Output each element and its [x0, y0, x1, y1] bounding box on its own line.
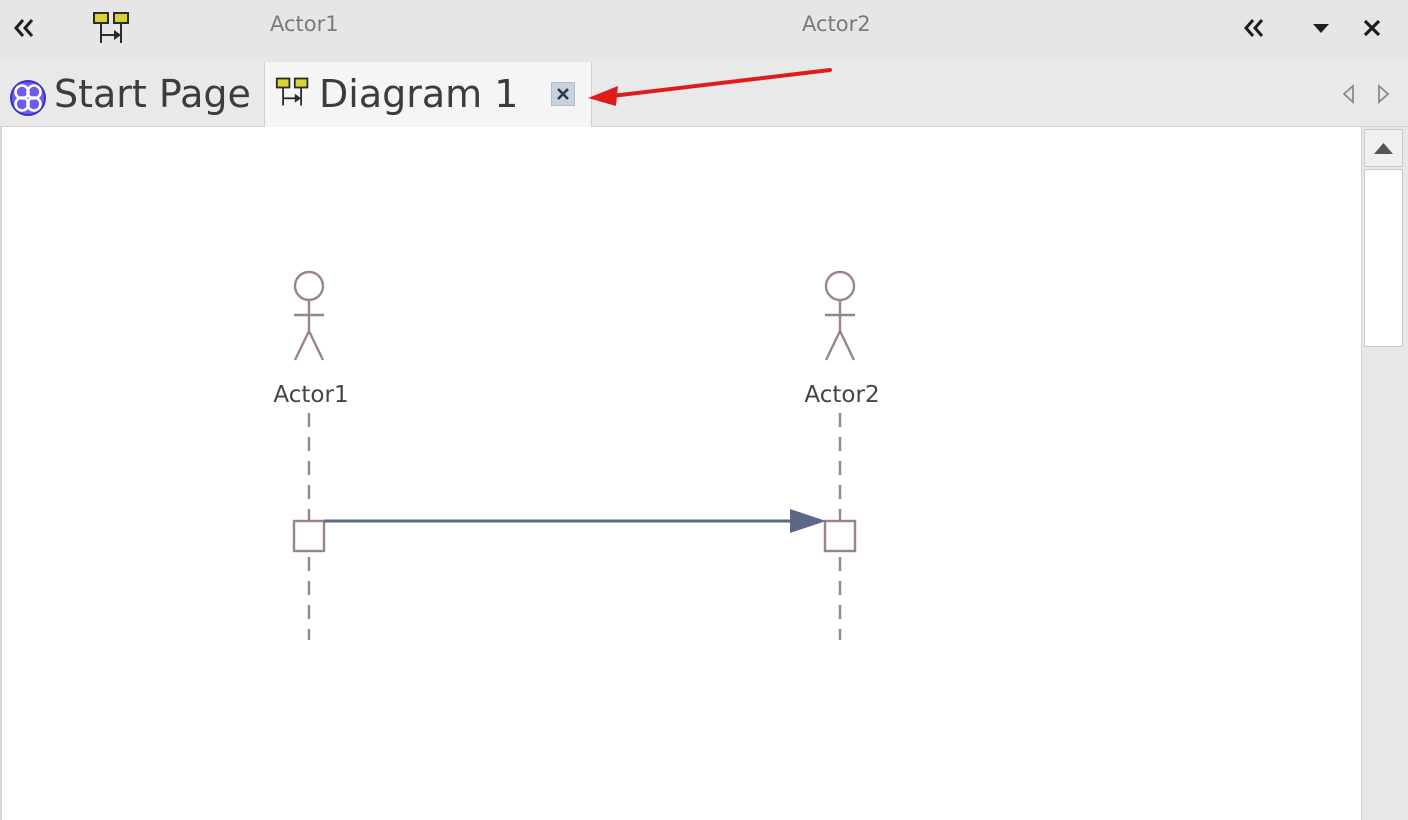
- tab-label: Start Page: [54, 72, 251, 116]
- double-chevron-left-icon[interactable]: [1240, 14, 1268, 42]
- vertical-scrollbar[interactable]: [1361, 127, 1408, 820]
- dropdown-arrow-icon[interactable]: [1310, 18, 1332, 38]
- diagram-toolbar: Actor1 Actor2: [0, 0, 1408, 63]
- actor-label: Actor1: [273, 382, 348, 408]
- tab-scroll-right-button[interactable]: [1372, 82, 1394, 106]
- double-chevron-left-icon[interactable]: [10, 14, 38, 42]
- lifeline-header-actor2: Actor2: [802, 12, 871, 36]
- diagram-canvas[interactable]: Actor1 Actor2: [0, 127, 1361, 820]
- scroll-thumb[interactable]: [1364, 169, 1403, 347]
- message-actor1-to-actor2[interactable]: [324, 509, 826, 533]
- triangle-up-icon: [1374, 143, 1393, 154]
- actor-figure-icon: [824, 270, 856, 361]
- actor-figure-icon: [293, 270, 325, 361]
- tab-close-button[interactable]: [551, 82, 575, 106]
- scroll-up-button[interactable]: [1364, 129, 1403, 167]
- actor-actor2[interactable]: Actor2: [804, 270, 880, 408]
- tab-label: Diagram 1: [319, 72, 519, 116]
- tab-scroll-left-button[interactable]: [1338, 82, 1360, 106]
- document-tab-bar: Start Page Diagram 1: [0, 62, 1408, 127]
- activation-actor1[interactable]: [292, 519, 326, 553]
- activation-actor2[interactable]: [823, 519, 857, 553]
- tab-diagram-1[interactable]: Diagram 1: [264, 62, 592, 127]
- sequence-diagram: Actor1 Actor2: [273, 270, 880, 640]
- start-page-icon: [8, 78, 48, 122]
- actor-actor1[interactable]: Actor1: [273, 270, 349, 408]
- close-icon[interactable]: [1360, 16, 1384, 40]
- lifeline-header-actor1: Actor1: [270, 12, 339, 36]
- sequence-diagram-icon[interactable]: [92, 11, 132, 45]
- actor-label: Actor2: [804, 382, 879, 408]
- close-icon: [557, 88, 569, 100]
- tab-start-page[interactable]: Start Page: [0, 62, 264, 126]
- annotation-arrow: [588, 68, 832, 106]
- triangle-left-icon: [1342, 83, 1354, 105]
- triangle-right-icon: [1378, 83, 1390, 105]
- sequence-diagram-icon: [275, 76, 311, 112]
